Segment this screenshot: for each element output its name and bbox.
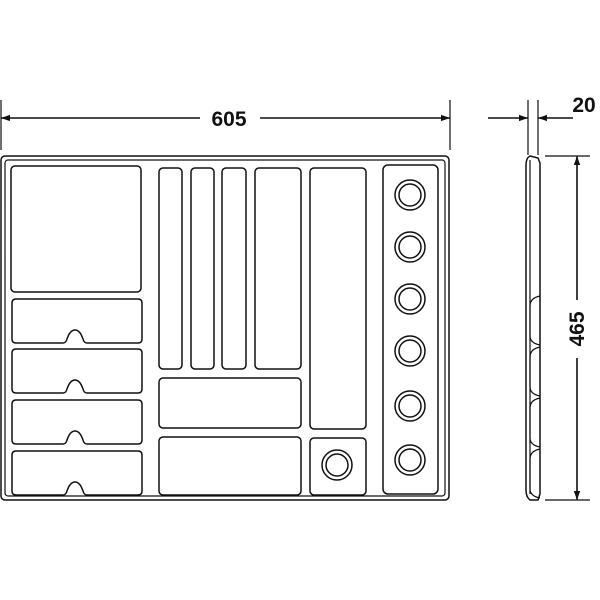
spice-compartment	[309, 437, 367, 496]
width-dimension-label: 605	[211, 108, 246, 131]
medium-compartment	[254, 167, 302, 370]
spice-holder-2	[394, 231, 426, 263]
depth-dimension: 20	[488, 94, 596, 155]
narrow-compartment-3	[221, 167, 247, 370]
height-dimension-label: 465	[566, 311, 589, 346]
tray-inner-rim	[4, 159, 446, 497]
side-profile-step-2	[529, 346, 541, 397]
width-dimension: 605	[0, 100, 451, 150]
small-compartment-2	[11, 348, 143, 394]
side-profile-step-4	[529, 448, 541, 499]
small-compartment-4	[11, 450, 143, 496]
spice-holder-single	[321, 449, 353, 481]
height-dimension: 465	[545, 155, 590, 501]
narrow-compartment-2	[190, 167, 215, 370]
small-compartment-3	[11, 399, 143, 445]
spice-holder-6	[394, 444, 426, 476]
side-profile-step-3	[529, 397, 541, 448]
tray-outer-frame	[0, 155, 450, 501]
horizontal-compartment-2	[158, 436, 302, 496]
side-profile-step-1	[529, 295, 541, 346]
tall-compartment	[309, 167, 367, 430]
spice-holder-3	[394, 283, 426, 315]
spice-holder-5	[394, 390, 426, 422]
small-compartment-1	[11, 298, 143, 344]
tray-front-view	[0, 155, 450, 501]
spice-holder-4	[394, 335, 426, 367]
narrow-compartment-1	[158, 167, 183, 370]
large-compartment	[10, 165, 142, 293]
spice-column	[382, 164, 439, 495]
side-profile-outline	[525, 155, 541, 501]
spice-holder-1	[394, 179, 426, 211]
depth-dimension-label: 20	[572, 94, 595, 117]
horizontal-compartment-1	[158, 377, 302, 429]
tray-side-profile	[525, 155, 541, 501]
